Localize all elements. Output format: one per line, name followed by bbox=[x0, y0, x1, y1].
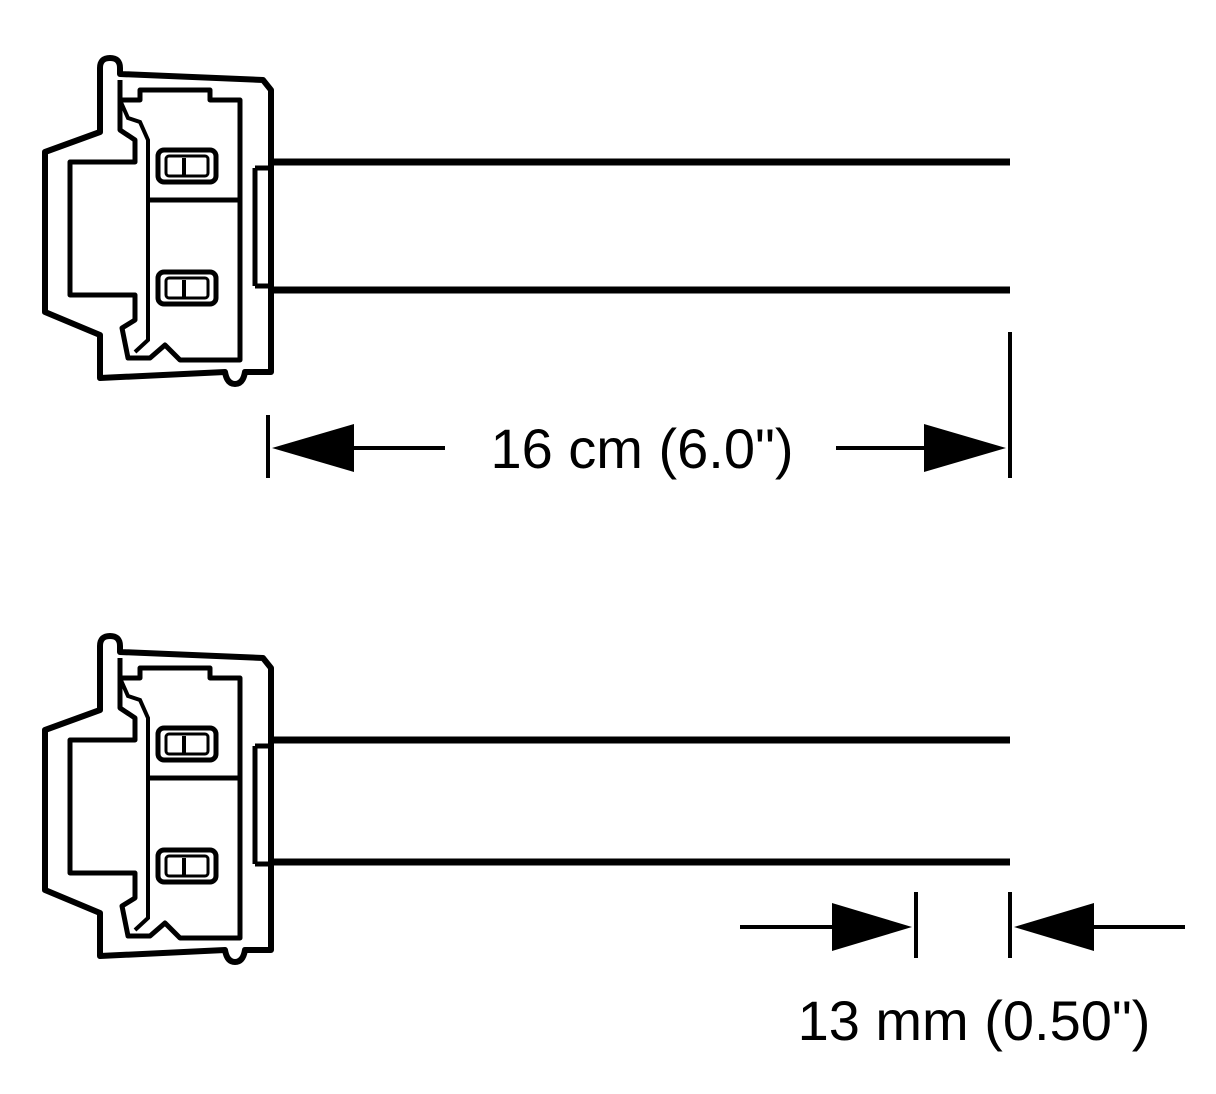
dimension-label-16cm: 16 cm (6.0") bbox=[490, 417, 793, 480]
dimension-16cm: 16 cm (6.0") bbox=[266, 332, 1012, 480]
dimension-label-13mm: 13 mm (0.50") bbox=[798, 989, 1151, 1052]
arrow-left-icon bbox=[1014, 903, 1094, 951]
dimension-13mm: 13 mm (0.50") bbox=[740, 892, 1185, 1052]
arrow-right-icon bbox=[924, 424, 1006, 472]
arrow-left-icon bbox=[272, 424, 354, 472]
two-terminal-connector-icon bbox=[45, 58, 271, 384]
two-terminal-connector-icon bbox=[45, 636, 271, 962]
bottom-connector-assembly bbox=[45, 636, 1010, 962]
arrow-right-icon bbox=[832, 903, 912, 951]
top-connector-assembly: 16 cm (6.0") bbox=[45, 58, 1012, 480]
